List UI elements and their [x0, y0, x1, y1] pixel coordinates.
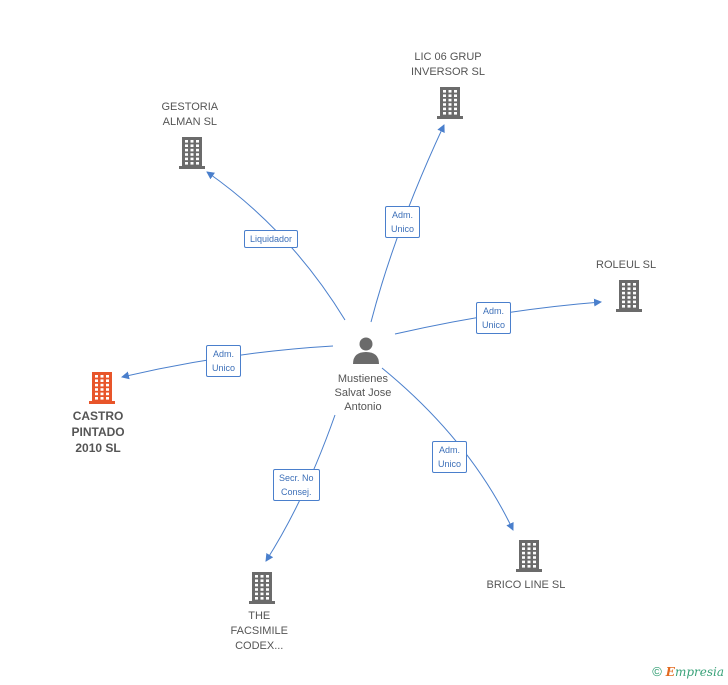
label-line: Mustienes [337, 373, 388, 385]
label-line: INVERSOR SL [411, 66, 485, 78]
footer-brand: ©Empresia [652, 664, 724, 679]
edge-label-line: Unico [391, 224, 415, 234]
building-icon[interactable] [514, 539, 544, 577]
label-line: Antonio [344, 401, 382, 413]
edge-label-lic06[interactable]: Adm. Unico [385, 206, 421, 238]
label-line: CASTRO [72, 409, 124, 423]
company-label-roleul[interactable]: ROLEUL SL [596, 258, 656, 273]
edge-label-castro[interactable]: Adm. Unico [206, 345, 242, 377]
label-line: THE [248, 610, 271, 622]
edge-label-line: Adm. [483, 306, 505, 316]
edge-label-facsimile[interactable]: Secr. No Consej. [273, 469, 320, 501]
building-icon[interactable] [435, 86, 465, 124]
edge-label-roleul[interactable]: Adm. Unico [476, 302, 512, 334]
edge-label-line: Adm. [213, 349, 235, 359]
company-label-castro[interactable]: CASTRO PINTADO 2010 SL [72, 408, 125, 456]
brand-logo: Empresia [665, 665, 724, 679]
building-icon[interactable] [177, 136, 207, 174]
company-label-facsimile[interactable]: THE FACSIMILE CODEX... [231, 609, 288, 654]
label-line: ALMAN SL [162, 116, 218, 128]
person-icon[interactable] [351, 335, 381, 370]
edge-label-gestoria[interactable]: Liquidador [244, 230, 299, 248]
edge-label-line: Unico [212, 363, 236, 373]
company-label-gestoria[interactable]: GESTORIA ALMAN SL [162, 100, 219, 130]
label-line: PINTADO [71, 425, 125, 439]
edge-label-line: Unico [482, 320, 506, 330]
label-line: Salvat Jose [334, 387, 392, 399]
edge-label-line: Adm. [439, 445, 461, 455]
edge-label-line: Unico [438, 459, 462, 469]
building-icon[interactable] [614, 279, 644, 317]
label-line: FACSIMILE [230, 625, 288, 637]
edge-label-line: Secr. No [279, 473, 314, 483]
label-line: LIC 06 GRUP [414, 51, 482, 63]
building-icon[interactable] [247, 571, 277, 609]
edge-label-line: Consej. [281, 487, 312, 497]
label-line: GESTORIA [161, 101, 219, 113]
edge-label-brico[interactable]: Adm. Unico [432, 441, 468, 473]
company-label-lic06[interactable]: LIC 06 GRUP INVERSOR SL [411, 50, 485, 80]
building-icon[interactable] [87, 371, 117, 409]
label-line: 2010 SL [75, 441, 121, 455]
label-line: CODEX... [235, 640, 284, 652]
copyright-symbol: © [652, 664, 662, 679]
edge-label-line: Adm. [392, 210, 414, 220]
label-line: BRICO LINE SL [486, 579, 566, 591]
label-line: ROLEUL SL [596, 259, 657, 271]
edge-label-line: Liquidador [250, 234, 293, 244]
company-label-brico[interactable]: BRICO LINE SL [487, 578, 566, 593]
